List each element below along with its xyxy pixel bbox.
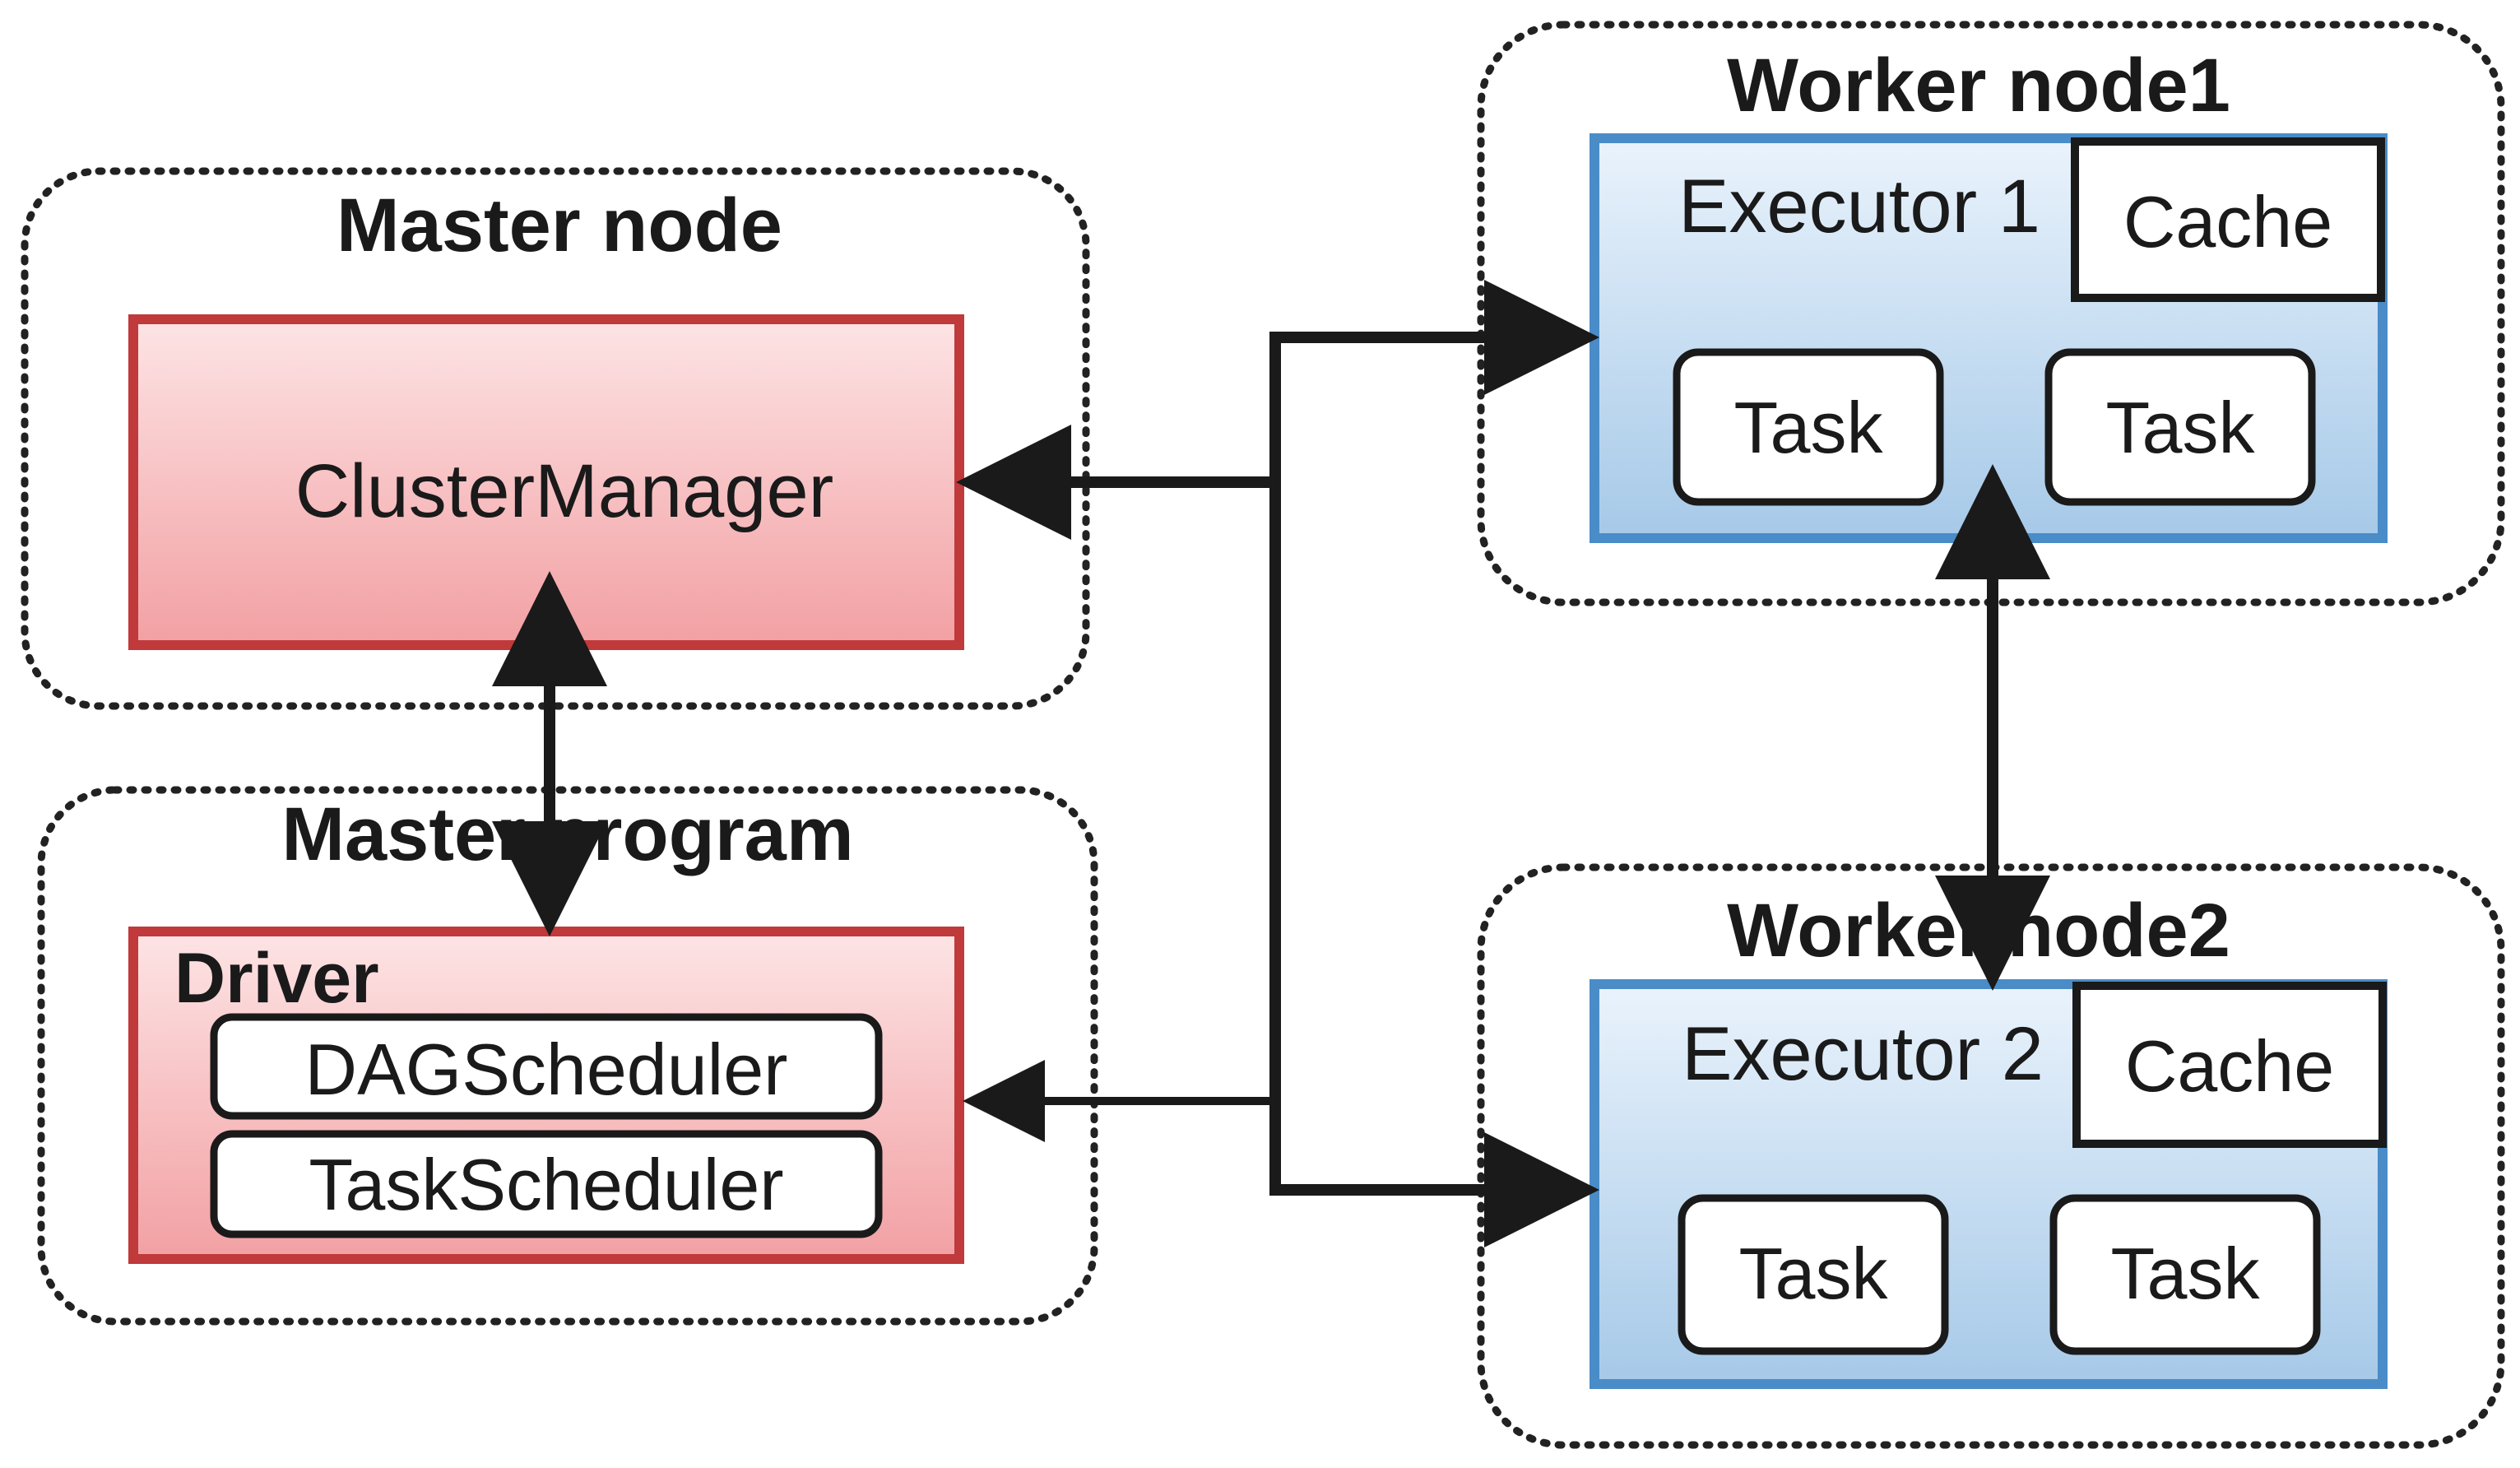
- executor2-cache-box: [2072, 982, 2387, 1148]
- master-program-group: Master program Driver DAGScheduler TaskS…: [37, 786, 1098, 1326]
- executor1-cache-label: Cache: [2123, 181, 2332, 262]
- executor2-task-b-label: Task: [2111, 1233, 2261, 1314]
- executor2-label: Executor 2: [1682, 1012, 2044, 1096]
- executor2-task-a-label: Task: [1739, 1233, 1889, 1314]
- task-scheduler-box: [210, 1130, 883, 1238]
- dag-scheduler-label: DAGScheduler: [305, 1029, 788, 1110]
- worker-node1-group: Worker node1 Executor 1 Cache Task Task: [1477, 21, 2505, 606]
- master-node-group: Master node ClusterManager: [21, 167, 1090, 710]
- executor1-label: Executor 1: [1678, 165, 2040, 249]
- executor1-cache-box: [2071, 137, 2385, 302]
- executor2-task-b: [2049, 1194, 2321, 1355]
- executor1-task-a: [1673, 348, 1944, 506]
- worker-node2-title: Worker node2: [1727, 889, 2230, 973]
- cluster-manager-label: ClusterManager: [295, 449, 834, 533]
- worker-node1-title: Worker node1: [1727, 44, 2230, 128]
- driver-label: Driver: [174, 939, 379, 1018]
- executor2-task-a: [1678, 1194, 1949, 1355]
- task-scheduler-label: TaskScheduler: [309, 1144, 783, 1225]
- executor1-task-a-label: Task: [1734, 387, 1884, 468]
- master-program-boundary: [37, 786, 1098, 1326]
- master-node-title: Master node: [336, 184, 782, 267]
- master-program-title: Master program: [281, 792, 853, 876]
- dag-scheduler-box: [210, 1013, 883, 1120]
- executor2-cache-label: Cache: [2125, 1025, 2334, 1107]
- connectors: [492, 280, 2050, 1247]
- executor1-task-b: [2044, 348, 2316, 506]
- executor1-task-b-label: Task: [2106, 387, 2256, 468]
- worker-node2-group: Worker node2 Executor 2 Cache Task Task: [1477, 863, 2505, 1449]
